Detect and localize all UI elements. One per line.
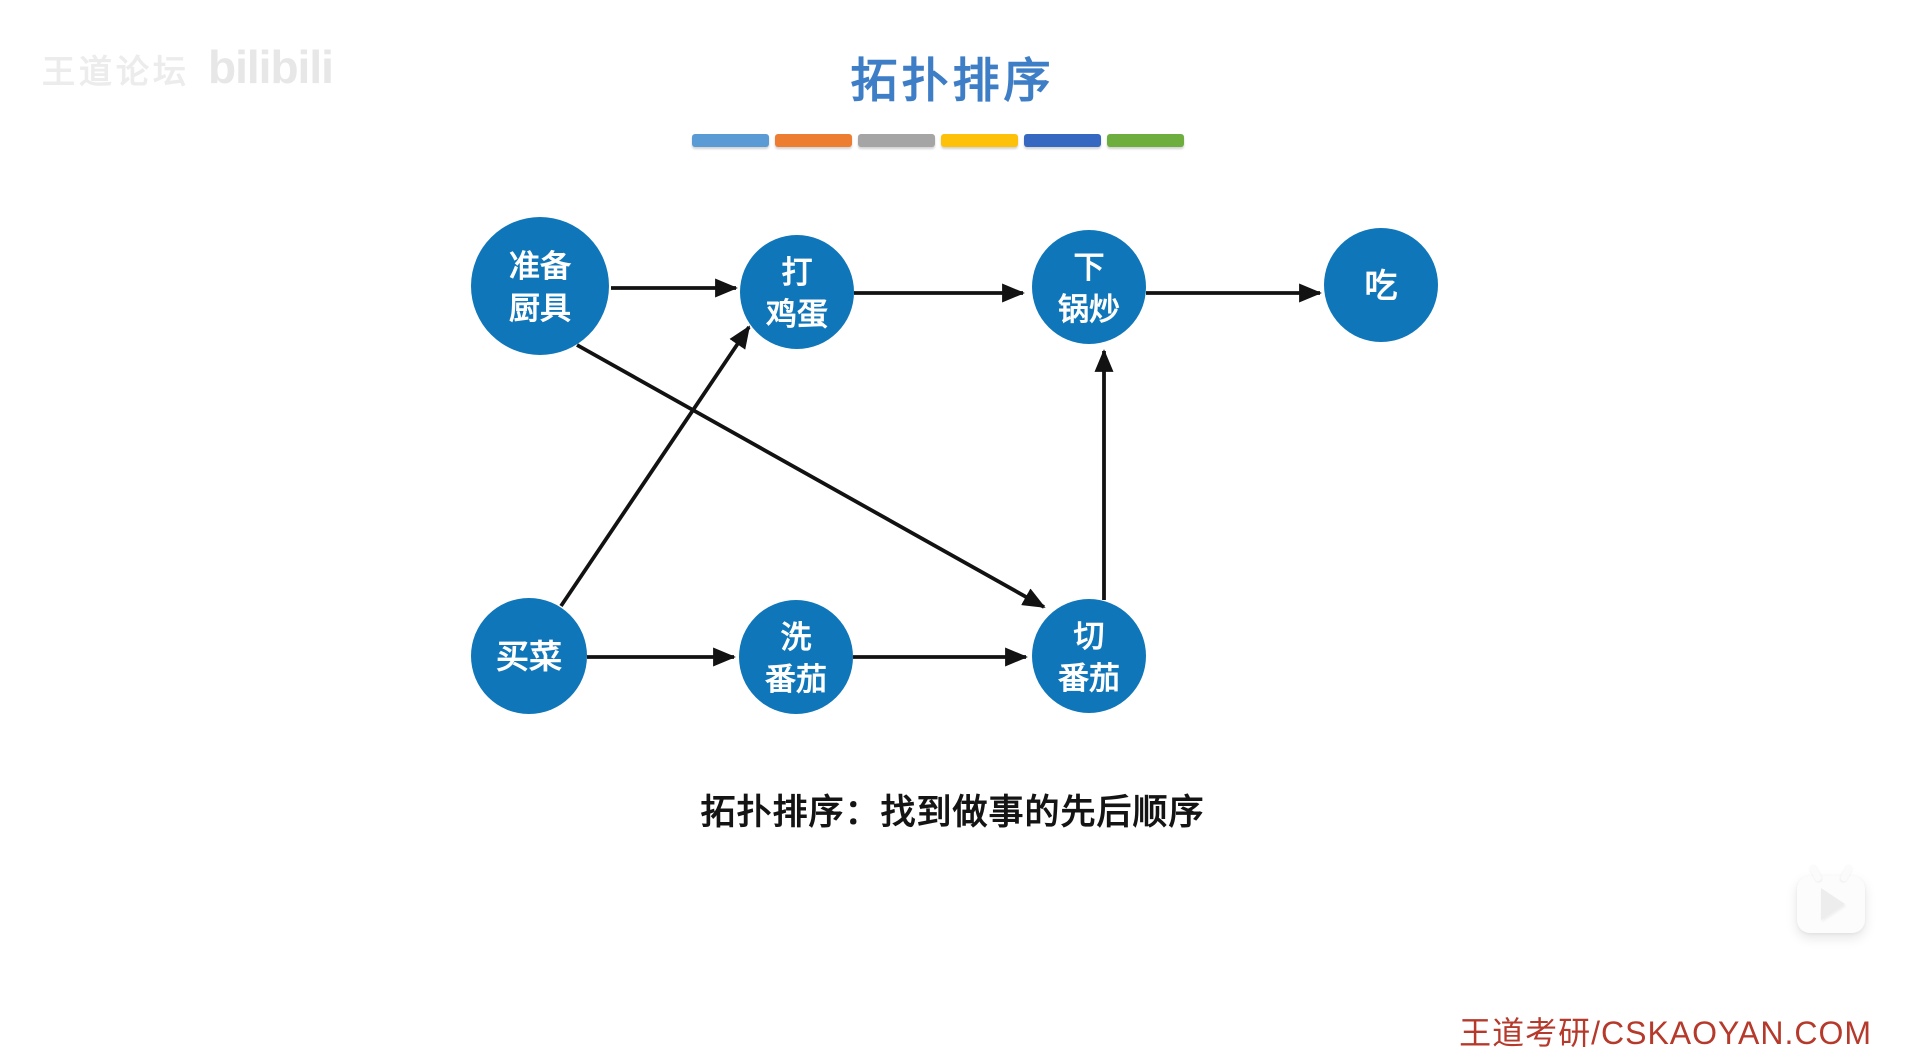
title-underline-bars [692, 134, 1184, 147]
graph-node-label: 吃 [1365, 267, 1398, 304]
title-underline-bar-4 [1024, 134, 1101, 147]
graph-node-label: 打鸡蛋 [765, 255, 828, 332]
graph-node-cut-tomato: 切番茄 [1032, 599, 1146, 713]
graph-node-circle [740, 235, 854, 349]
graph-node-circle [1324, 228, 1438, 342]
top-left-watermark: 王道论坛 bilibili [42, 40, 334, 94]
title-underline-bar-1 [775, 134, 852, 147]
graph-node-stir-fry: 下锅炒 [1032, 230, 1146, 344]
graph-node-eat: 吃 [1324, 228, 1438, 342]
graph-node-circle [1032, 230, 1146, 344]
graph-edge-prepare-utensils-to-cut-tomato [576, 343, 1046, 609]
wangdao-watermark-text: 王道论坛 [42, 53, 190, 90]
site-credit: 王道考研/CSKAOYAN.COM [1459, 1015, 1872, 1051]
graph-node-beat-eggs: 打鸡蛋 [740, 235, 854, 349]
graph-node-circle [471, 598, 587, 714]
graph-node-label: 买菜 [496, 638, 562, 675]
graph-node-wash-tomato: 洗番茄 [739, 600, 853, 714]
graph-node-label: 准备厨具 [509, 249, 572, 326]
graph-node-circle [471, 217, 609, 355]
graph-node-label: 下锅炒 [1058, 250, 1120, 327]
page-title: 拓扑排序 [850, 54, 1055, 107]
graph-node-label: 切番茄 [1058, 619, 1120, 696]
graph-node-label: 洗番茄 [765, 620, 827, 697]
bilibili-tv-play-icon [1797, 876, 1865, 933]
graph-node-circle [739, 600, 853, 714]
title-underline-bar-3 [941, 134, 1018, 147]
title-underline-bar-0 [692, 134, 769, 147]
title-underline-bar-2 [858, 134, 935, 147]
graph-edge-buy-groceries-to-beat-eggs [559, 325, 751, 608]
slide-caption: 拓扑排序：找到做事的先后顺序 [700, 793, 1205, 832]
title-underline-bar-5 [1107, 134, 1184, 147]
play-triangle-icon [1821, 888, 1845, 920]
graph-node-circle [1032, 599, 1146, 713]
graph-node-buy-groceries: 买菜 [471, 598, 587, 714]
graph-node-prepare-utensils: 准备厨具 [471, 217, 609, 355]
bilibili-logo: bilibili [208, 41, 334, 93]
